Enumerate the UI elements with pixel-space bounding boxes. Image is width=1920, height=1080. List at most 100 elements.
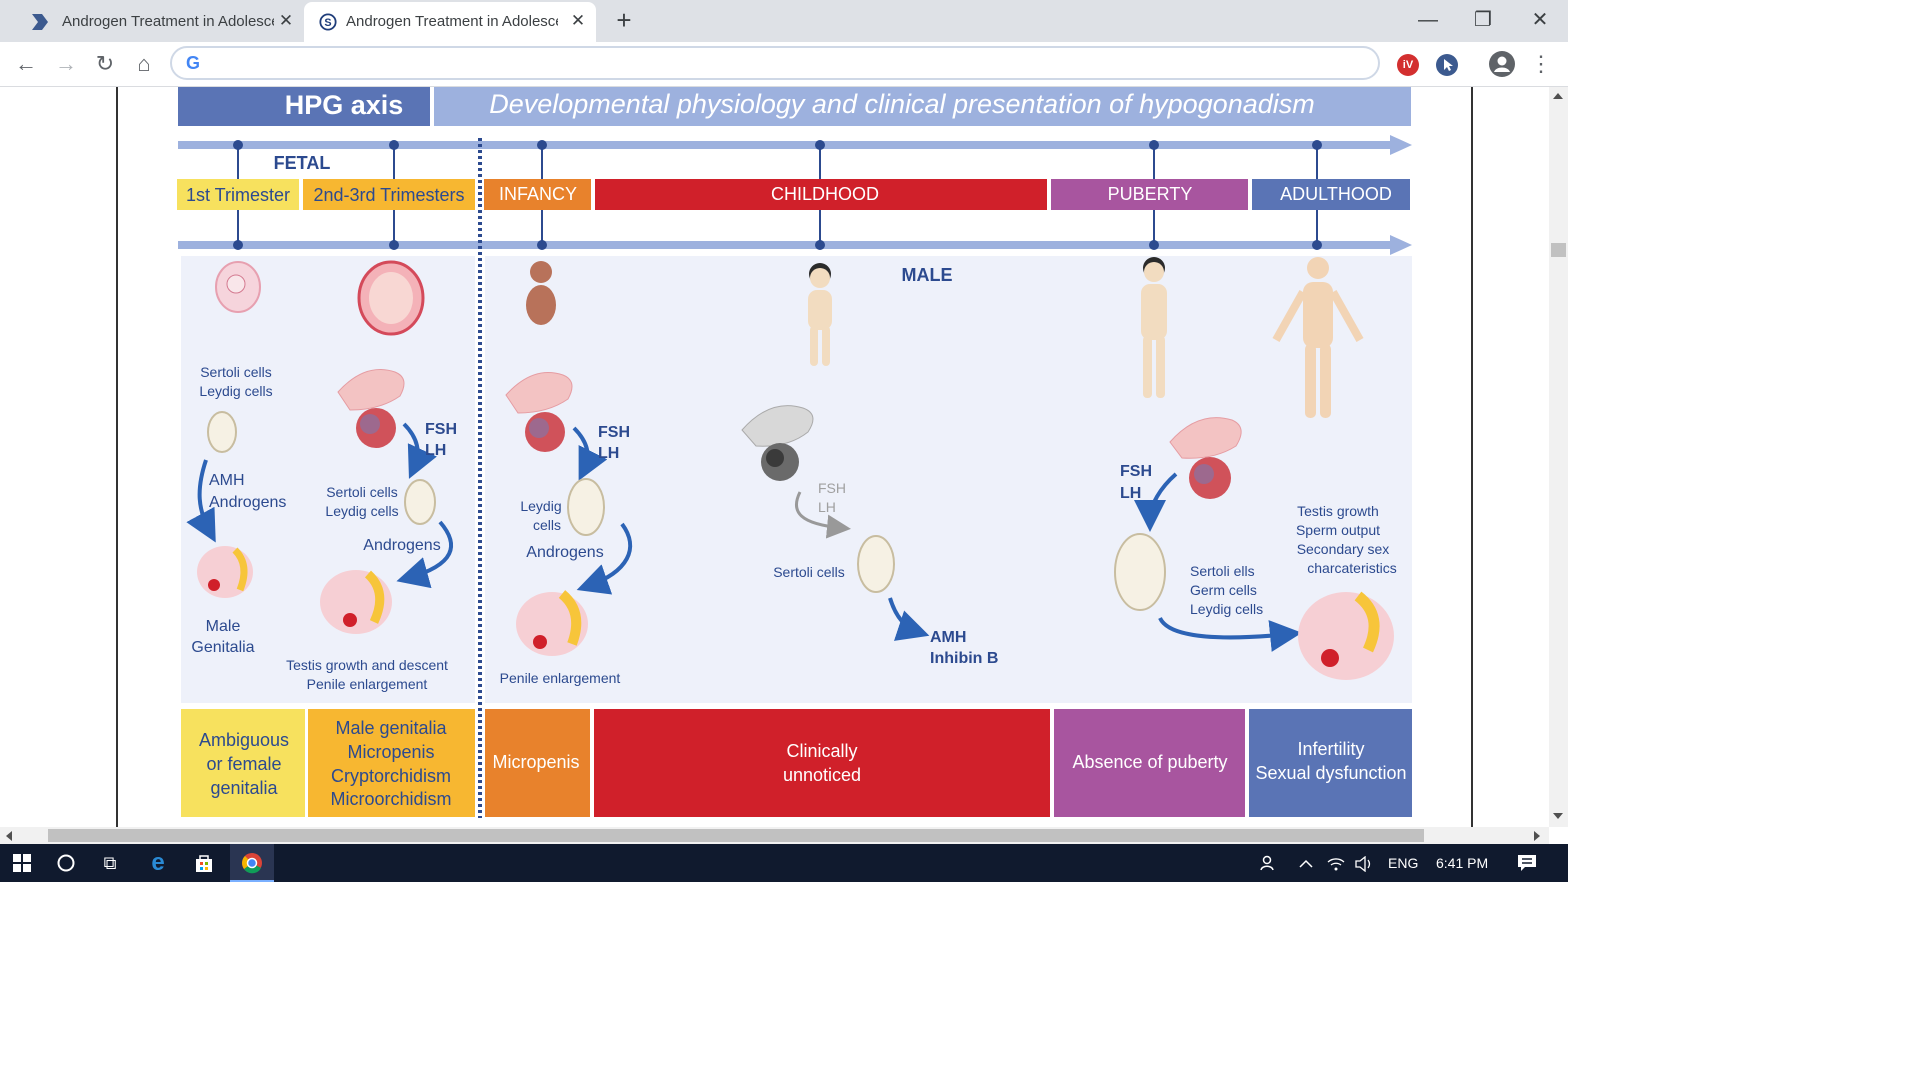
edge-browser-icon[interactable]: e xyxy=(151,849,165,876)
page-right-border xyxy=(1471,87,1473,827)
google-icon: G xyxy=(186,53,201,73)
col5-arrow xyxy=(1158,616,1302,652)
header-right-label: Developmental physiology and clinical pr… xyxy=(489,89,1315,119)
clock[interactable]: 6:41 PM xyxy=(1436,855,1489,871)
col2-hormone: Androgens xyxy=(363,537,440,554)
col5-outcome-line4: charcateristics xyxy=(1307,560,1396,576)
col2-arrow xyxy=(396,520,453,589)
wifi-icon[interactable] xyxy=(1324,844,1348,882)
stage-label-adulthood: ADULTHOOD xyxy=(1280,184,1392,204)
col3-outcome: Penile enlargement xyxy=(500,670,621,686)
tab-close-icon[interactable]: ✕ xyxy=(570,11,586,30)
tab-active[interactable]: S Androgen Treatment in Adolesce ✕ xyxy=(304,2,596,42)
outcome-2nd-3rd-line4: Microorchidism xyxy=(330,789,451,809)
col1-hormone-line1: AMH xyxy=(209,472,245,489)
chrome-taskbar-icon[interactable] xyxy=(230,844,274,882)
forward-button[interactable]: → xyxy=(55,51,77,76)
genitalia-illustration xyxy=(516,590,588,656)
back-button[interactable]: ← xyxy=(15,51,37,76)
volume-icon[interactable] xyxy=(1352,844,1376,882)
col2-outcome-line2: Penile enlargement xyxy=(307,676,428,692)
outcome-1st-trimester-line3: genitalia xyxy=(210,778,278,798)
testis-illustration xyxy=(857,535,895,593)
profile-avatar-icon[interactable] xyxy=(1489,51,1515,77)
people-icon[interactable] xyxy=(1255,844,1283,882)
page-content: HPG axis Developmental physiology and cl… xyxy=(0,87,1549,827)
testis-illustration xyxy=(207,411,237,453)
vertical-scrollbar[interactable] xyxy=(1549,87,1568,827)
outcome-bar-childhood xyxy=(594,709,1050,817)
col4-hormone-line1: AMH xyxy=(930,629,966,646)
restore-button[interactable]: ❐ xyxy=(1474,9,1492,31)
page-left-border xyxy=(116,87,118,827)
child-figure-illustration xyxy=(808,263,832,366)
col3-signal-line2: LH xyxy=(598,445,619,462)
outcome-2nd-3rd-line1: Male genitalia xyxy=(335,718,447,738)
outcome-2nd-3rd-line2: Micropenis xyxy=(347,742,434,762)
timeline-arrowhead-top xyxy=(1390,135,1412,155)
stage-bar-1st-trimester xyxy=(177,179,299,210)
col4-signal-line1: FSH xyxy=(818,480,846,496)
tab-close-icon[interactable]: ✕ xyxy=(278,11,294,30)
timeline-axis-bottom xyxy=(178,241,1393,249)
col4-arrow xyxy=(888,597,930,641)
search-button[interactable] xyxy=(48,844,84,882)
outcome-bar-2nd-3rd-trimesters xyxy=(308,709,475,817)
reload-button[interactable]: ↻ xyxy=(95,51,115,76)
col1-outcome-line1: Male xyxy=(206,618,241,635)
outcome-childhood-line1: Clinically xyxy=(786,741,857,761)
tray-chevron-icon[interactable] xyxy=(1294,844,1318,882)
outcome-puberty-line1: Absence of puberty xyxy=(1072,752,1227,772)
col5-cells-line1: Sertoli ells xyxy=(1190,563,1255,579)
scroll-right-arrow-icon[interactable] xyxy=(1534,831,1540,841)
col5-cells-line2: Germ cells xyxy=(1190,582,1257,598)
address-input[interactable] xyxy=(216,52,1360,76)
minimize-button[interactable]: — xyxy=(1418,9,1438,31)
timeline-ticks xyxy=(233,140,1322,250)
browser-toolbar: ← → ↻ ⌂ G iV ⋮ xyxy=(0,42,1568,87)
timeline-axis-top xyxy=(178,141,1393,149)
home-button[interactable]: ⌂ xyxy=(137,51,151,76)
extension-iv-icon[interactable]: iV xyxy=(1397,54,1419,76)
col3-hormone: Androgens xyxy=(526,544,603,561)
bookmark-arrow-icon xyxy=(32,14,48,30)
store-icon[interactable] xyxy=(186,844,222,882)
new-tab-button[interactable]: + xyxy=(616,5,632,35)
col2-outcome-line1: Testis growth and descent xyxy=(286,657,448,673)
tab-title: Androgen Treatment in Adolesce xyxy=(62,13,274,30)
stage-label-infancy: INFANCY xyxy=(499,184,577,204)
col4-hormone-line2: Inhibin B xyxy=(930,650,998,667)
fetus-illustration xyxy=(357,260,425,336)
genitalia-illustration xyxy=(197,546,253,598)
scroll-up-arrow-icon[interactable] xyxy=(1553,93,1563,99)
scroll-down-arrow-icon[interactable] xyxy=(1553,813,1563,819)
notification-center-icon[interactable] xyxy=(1512,844,1542,882)
stage-label-1st-trimester: 1st Trimester xyxy=(186,185,290,205)
col2-signal-line1: FSH xyxy=(425,421,457,438)
genitalia-illustration xyxy=(320,570,392,634)
scroll-left-arrow-icon[interactable] xyxy=(6,831,12,841)
col2-signal-arrow xyxy=(402,422,437,479)
task-view-button[interactable]: ⧉ xyxy=(103,853,117,873)
horizontal-scroll-thumb[interactable] xyxy=(48,829,1424,842)
col1-outcome-line2: Genitalia xyxy=(191,639,254,656)
postnatal-panel xyxy=(485,256,1412,703)
outcome-infancy-line1: Micropenis xyxy=(492,752,579,772)
language-indicator[interactable]: ENG xyxy=(1388,855,1419,871)
tab-strip: Androgen Treatment in Adolesce ✕ S Andro… xyxy=(0,0,1568,42)
col2-signal-line2: LH xyxy=(425,442,446,459)
browser-menu-button[interactable]: ⋮ xyxy=(1530,51,1552,76)
address-bar[interactable]: G xyxy=(170,46,1380,80)
inactive-pituitary-illustration xyxy=(741,405,814,481)
tab-inactive[interactable]: Androgen Treatment in Adolesce ✕ xyxy=(8,2,304,42)
horizontal-scrollbar[interactable] xyxy=(0,827,1549,844)
start-button[interactable] xyxy=(0,844,44,882)
extension-cursor-icon[interactable] xyxy=(1436,54,1458,76)
col4-signal-arrow xyxy=(794,491,851,539)
stage-bar-2nd-3rd-trimesters xyxy=(303,179,475,210)
embryo-illustration xyxy=(215,261,261,313)
col5-cells-line3: Leydig cells xyxy=(1190,601,1263,617)
stage-label-2nd-3rd-trimesters: 2nd-3rd Trimesters xyxy=(313,185,464,205)
close-window-button[interactable]: ✕ xyxy=(1531,9,1549,31)
vertical-scroll-thumb[interactable] xyxy=(1551,243,1566,257)
